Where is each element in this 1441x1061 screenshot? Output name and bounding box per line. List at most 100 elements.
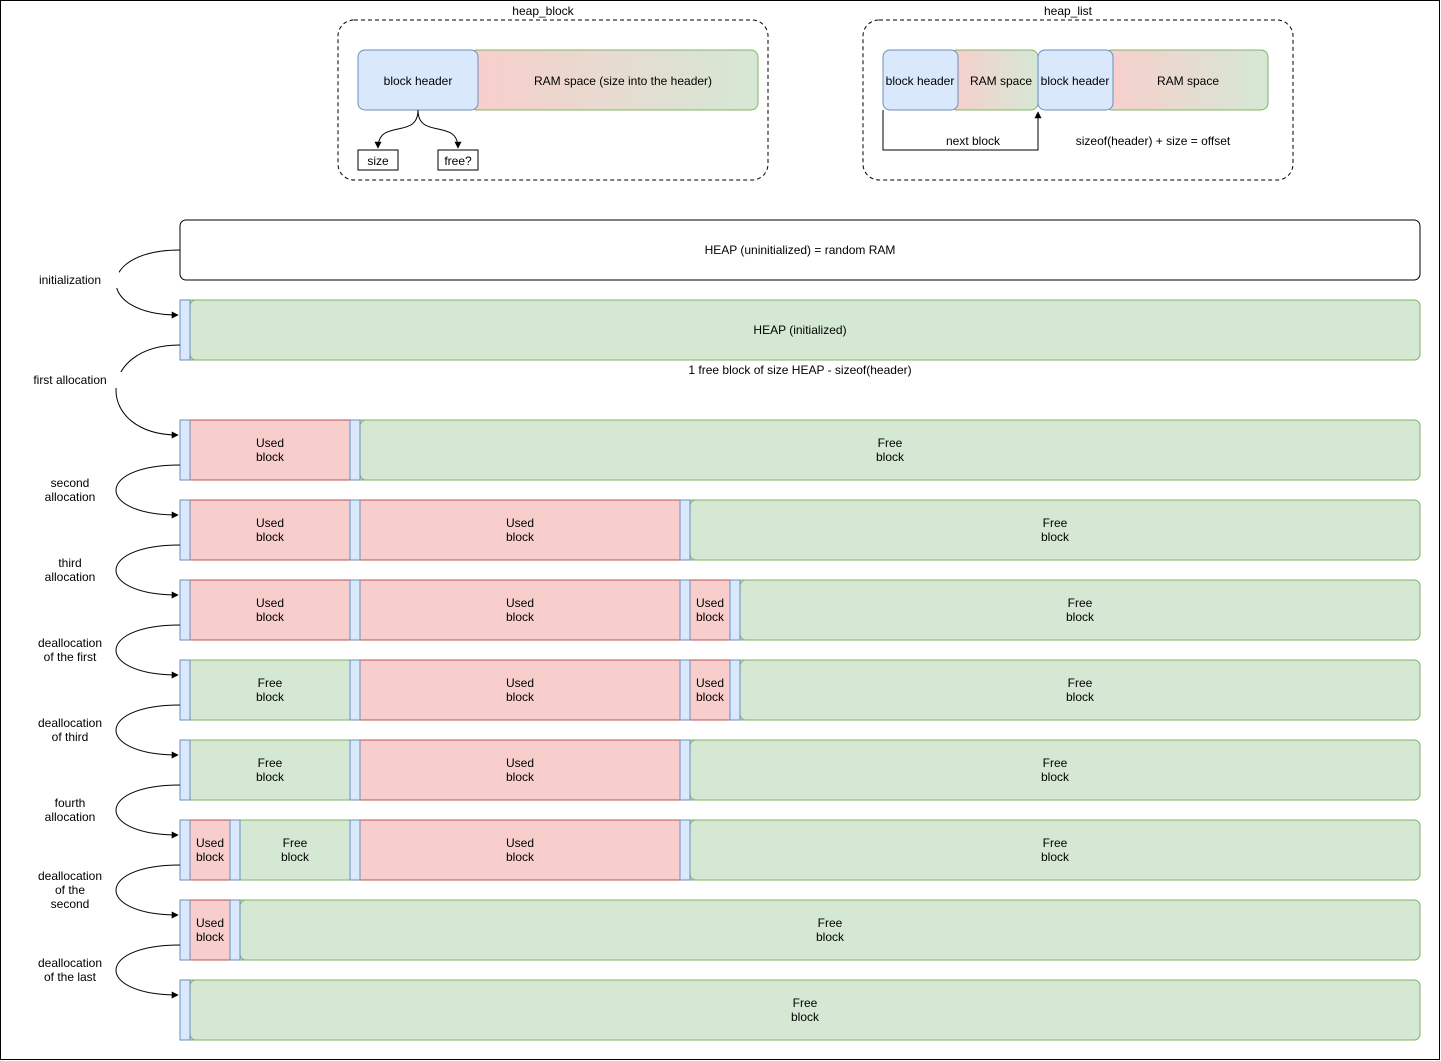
block-header <box>349 499 361 561</box>
transition-arrow <box>115 249 181 319</box>
heap-list-title: heap_list <box>1044 4 1093 18</box>
header-to-size-arrow <box>374 109 419 149</box>
block-header <box>179 819 191 881</box>
step-label-backing <box>34 475 106 505</box>
step-label-backing <box>14 372 126 388</box>
block-header <box>729 659 741 721</box>
used-block <box>359 659 681 721</box>
heap-states: HEAP (uninitialized) = random RAM HEAP (i… <box>179 219 1421 1041</box>
heap-list-header-2 <box>1037 49 1114 111</box>
heap-block-ram-label: RAM space (size into the header) <box>534 74 712 88</box>
block-header <box>349 579 361 641</box>
heap-row-note: 1 free block of size HEAP - sizeof(heade… <box>688 363 911 377</box>
heap-row-0: HEAP (uninitialized) = random RAM <box>179 219 1421 281</box>
step-label-backing <box>27 715 113 745</box>
free-flag-box <box>437 149 479 171</box>
block-header <box>179 659 191 721</box>
heap-block-frame <box>337 19 769 181</box>
used-block <box>189 819 231 881</box>
block-header <box>679 579 691 641</box>
used-block <box>189 419 351 481</box>
block-header <box>179 419 191 481</box>
transition-arrow <box>115 544 181 599</box>
heap-block-title: heap_block <box>512 4 574 18</box>
heap-block-header-label: block header <box>384 74 453 88</box>
block-header <box>679 739 691 801</box>
block-header <box>679 659 691 721</box>
block-header <box>229 899 241 961</box>
free-block <box>239 819 351 881</box>
free-block <box>189 659 351 721</box>
step-0: initialization <box>20 249 181 319</box>
step-label-backing <box>20 272 120 288</box>
block-header <box>179 499 191 561</box>
heap-list-legend: heap_list block header RAM space block h… <box>862 4 1294 181</box>
block-header <box>349 419 361 481</box>
block-header <box>179 739 191 801</box>
offset-formula: sizeof(header) + size = offset <box>1076 134 1231 148</box>
transition-arrow <box>115 344 181 439</box>
heap-row-label: HEAP (initialized) <box>753 323 846 337</box>
used-block <box>189 899 231 961</box>
step-label-backing <box>27 868 113 912</box>
header-to-free-arrow <box>417 109 462 149</box>
transition-arrow <box>115 784 181 839</box>
step-label: initialization <box>39 273 101 287</box>
next-block-label: next block <box>946 134 1001 148</box>
step-label-backing <box>34 795 106 825</box>
step-label-backing <box>27 635 113 665</box>
block-header <box>349 659 361 721</box>
heap-row-label: HEAP (uninitialized) = random RAM <box>705 243 896 257</box>
used-block <box>359 499 681 561</box>
used-block <box>189 499 351 561</box>
heap-block-legend: heap_block block header RAM space (size … <box>337 4 769 181</box>
free-block <box>189 739 351 801</box>
heap-list-header-1-label: block header <box>886 74 955 88</box>
transition-arrow <box>115 704 181 759</box>
heap-list-header-1 <box>882 49 959 111</box>
step-1: first allocation <box>14 344 181 439</box>
block-header <box>729 579 741 641</box>
block-header <box>179 299 191 361</box>
step-label-backing <box>27 955 113 985</box>
block-header <box>349 739 361 801</box>
